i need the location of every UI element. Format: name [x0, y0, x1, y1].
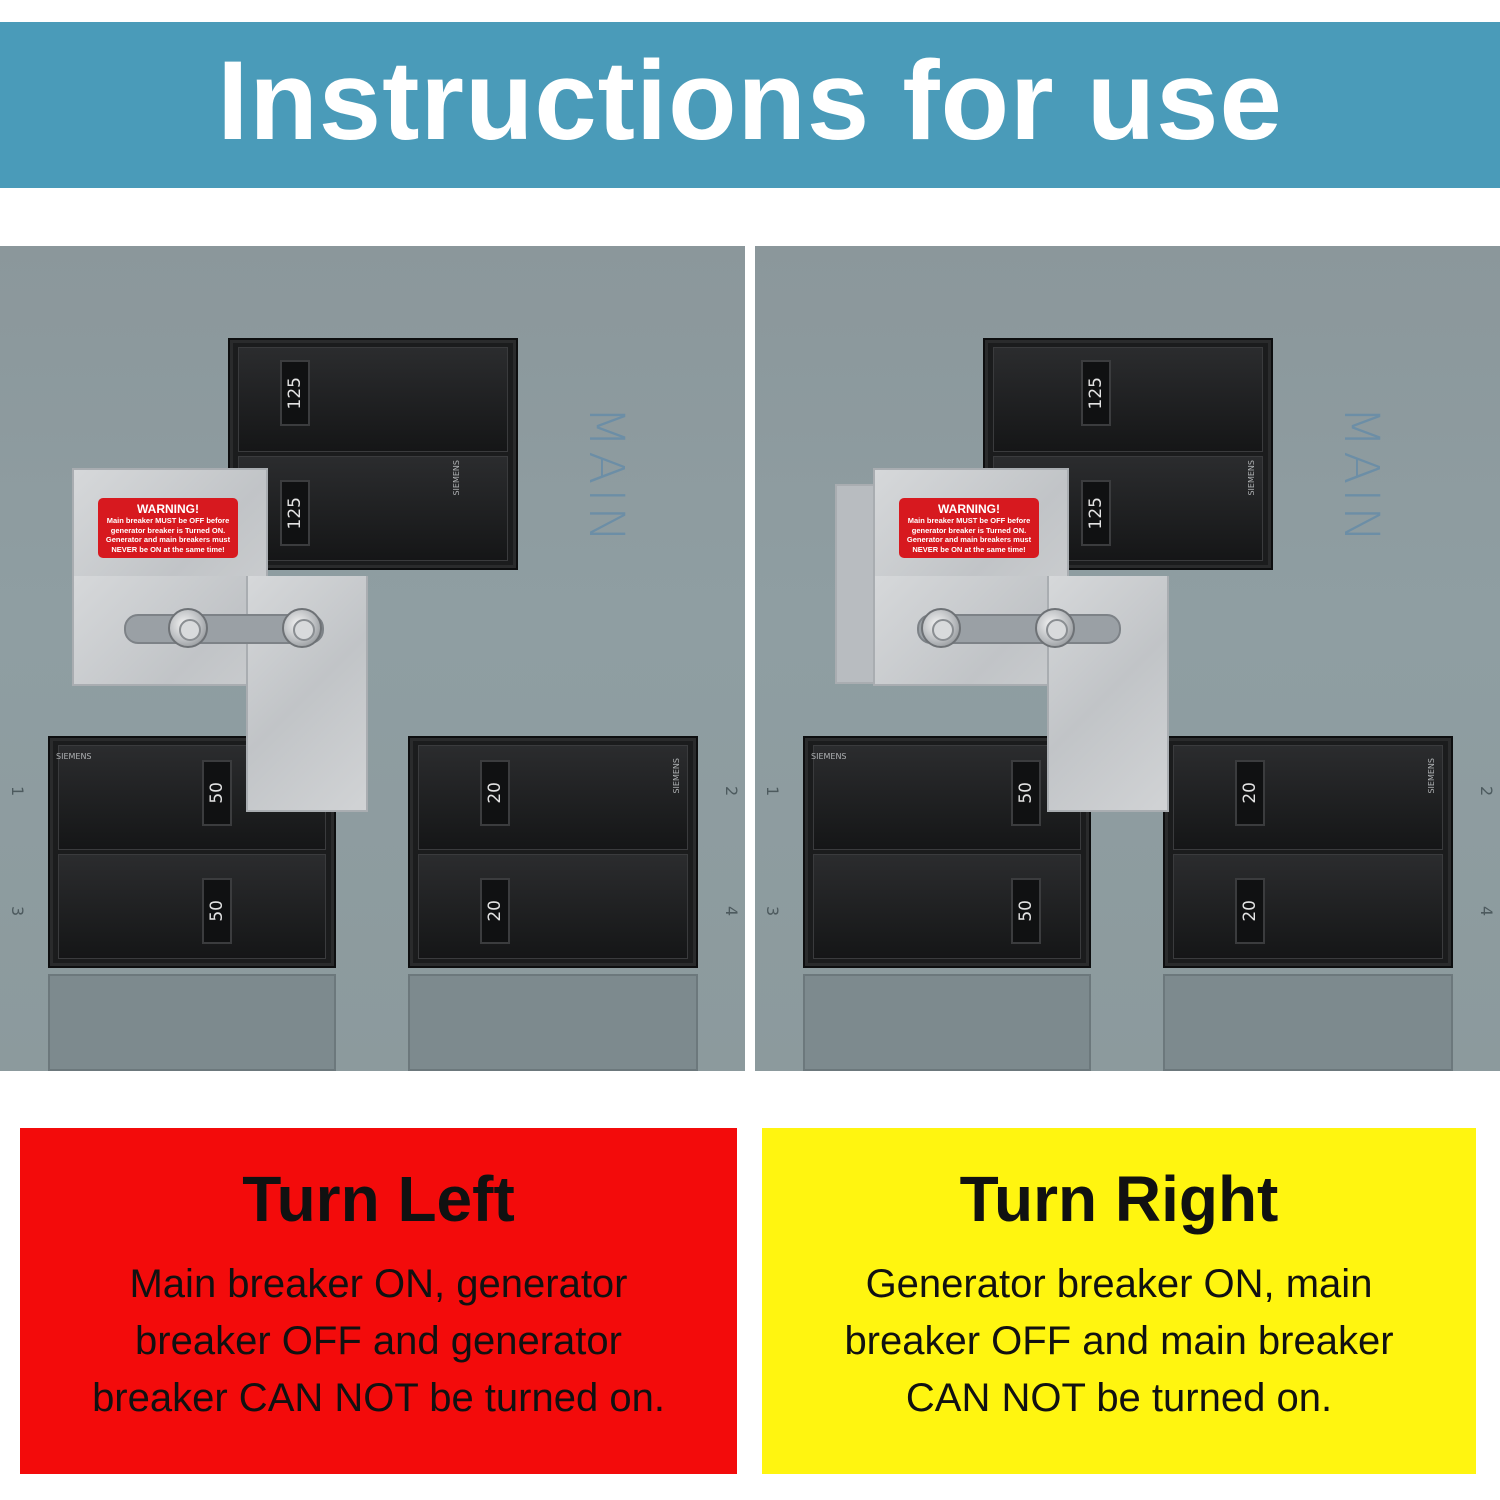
slot-number: 3 [8, 906, 27, 917]
blank-slot [1163, 974, 1453, 1071]
branch-breaker-rating: 20 [1240, 900, 1260, 922]
slot-number: 3 [763, 906, 782, 917]
slot-number: 2 [722, 786, 741, 797]
panel-photo-turn-left: 1 3 2 4 MAIN 125 125 SIEMENS 50 50 SIEME… [0, 246, 745, 1071]
branch-breaker-rating: 20 [485, 782, 505, 804]
slot-number: 4 [722, 906, 741, 917]
main-breaker: 125 125 SIEMENS [228, 338, 518, 570]
blank-slot [803, 974, 1091, 1071]
branch-breaker-rating: 20 [1240, 782, 1260, 804]
blank-slot [48, 974, 336, 1071]
branch-breaker-handle[interactable]: 20 [480, 878, 510, 944]
main-breaker-rating: 125 [285, 496, 305, 530]
branch-breaker: 20 20 SIEMENS [408, 736, 698, 968]
breaker-brand: SIEMENS [1247, 460, 1256, 496]
generator-breaker-handle[interactable]: 50 [1011, 760, 1041, 826]
main-label: MAIN [578, 406, 634, 547]
turn-right-description: Generator breaker ON, main breaker OFF a… [844, 1262, 1394, 1420]
slot-number: 4 [1477, 906, 1496, 917]
breaker-brand: SIEMENS [811, 752, 847, 761]
branch-breaker-handle[interactable]: 20 [480, 760, 510, 826]
generator-breaker-handle[interactable]: 50 [202, 878, 232, 944]
main-breaker-handle[interactable]: 125 [280, 480, 310, 546]
page-title: Instructions for use [217, 38, 1283, 163]
blank-slot [408, 974, 698, 1071]
branch-breaker-rating: 20 [485, 900, 505, 922]
warning-label: WARNING! Main breaker MUST be OFF before… [899, 498, 1039, 558]
turn-left-card: Turn Left Main breaker ON, generator bre… [20, 1128, 737, 1474]
breaker-brand: SIEMENS [452, 460, 461, 496]
header-banner: Instructions for use [0, 22, 1500, 188]
branch-breaker: 20 20 SIEMENS [1163, 736, 1453, 968]
turn-left-title: Turn Left [242, 1163, 515, 1235]
turn-left-description: Main breaker ON, generator breaker OFF a… [92, 1262, 665, 1420]
screw-icon [921, 608, 961, 648]
breaker-brand: SIEMENS [56, 752, 92, 761]
turn-right-card: Turn Right Generator breaker ON, main br… [762, 1128, 1476, 1474]
main-breaker-handle[interactable]: 125 [1081, 480, 1111, 546]
main-breaker-rating: 125 [1086, 376, 1106, 410]
turn-right-title: Turn Right [959, 1163, 1279, 1235]
breaker-brand: SIEMENS [672, 758, 681, 794]
generator-breaker-rating: 50 [207, 782, 227, 804]
main-breaker-handle[interactable]: 125 [280, 360, 310, 426]
generator-breaker-rating: 50 [1016, 900, 1036, 922]
slot-number: 1 [763, 786, 782, 797]
generator-breaker-handle[interactable]: 50 [202, 760, 232, 826]
generator-breaker-rating: 50 [1016, 782, 1036, 804]
branch-breaker-handle[interactable]: 20 [1235, 878, 1265, 944]
panel-photo-turn-right: 1 3 2 4 MAIN 125 125 SIEMENS 50 50 SIEME… [755, 246, 1500, 1071]
slot-number: 2 [1477, 786, 1496, 797]
screw-icon [282, 608, 322, 648]
screw-icon [168, 608, 208, 648]
branch-breaker-handle[interactable]: 20 [1235, 760, 1265, 826]
warning-label: WARNING! Main breaker MUST be OFF before… [98, 498, 238, 558]
main-breaker-handle[interactable]: 125 [1081, 360, 1111, 426]
main-breaker-rating: 125 [285, 376, 305, 410]
generator-breaker: 50 50 SIEMENS [803, 736, 1091, 968]
screw-icon [1035, 608, 1075, 648]
slot-number: 1 [8, 786, 27, 797]
main-label: MAIN [1333, 406, 1389, 547]
breaker-brand: SIEMENS [1427, 758, 1436, 794]
generator-breaker-handle[interactable]: 50 [1011, 878, 1041, 944]
main-breaker-rating: 125 [1086, 496, 1106, 530]
generator-breaker-rating: 50 [207, 900, 227, 922]
